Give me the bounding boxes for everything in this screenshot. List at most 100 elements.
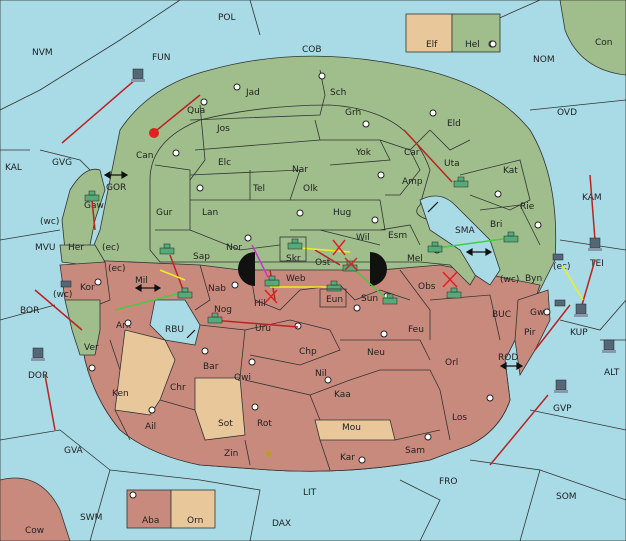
province-box-eun [319, 288, 347, 308]
fleet-unit-icon[interactable] [588, 237, 602, 251]
province-label: Chr [170, 383, 186, 393]
sea-label: GVP [553, 404, 572, 414]
province-label: Cow [25, 526, 44, 536]
province-label: Wil [356, 233, 370, 243]
fleet-unit-icon[interactable] [574, 303, 588, 317]
province-label: Uru [255, 324, 271, 334]
sea-label: NOM [533, 55, 555, 65]
coast-note: (wc) [500, 275, 519, 285]
province-label: Rot [257, 419, 272, 429]
fleet-unit-icon[interactable] [602, 339, 616, 353]
army-unit-icon[interactable] [84, 190, 100, 202]
fleet-unit-icon[interactable] [554, 379, 568, 393]
province-label: Web [286, 274, 306, 284]
province-label: Nar [292, 165, 308, 175]
sea-label: OVD [557, 108, 577, 118]
coast-note: (ec) [108, 264, 126, 274]
fleet-unit-icon[interactable] [31, 347, 45, 361]
army-unit-icon[interactable] [453, 176, 469, 188]
legend-label-aba: Aba [142, 516, 159, 526]
sea-label: ROD [498, 353, 518, 363]
province-label: Can [136, 151, 154, 161]
army-unit-icon[interactable] [427, 241, 443, 253]
province-label: Nab [208, 284, 226, 294]
army-unit-icon[interactable] [446, 287, 462, 299]
sea-label: BUC [492, 310, 511, 320]
province-label: Kat [503, 166, 518, 176]
province-label: Sun [361, 294, 378, 304]
legend-label-hel: Hel [465, 40, 480, 50]
province-label: Eld [447, 119, 461, 129]
province-label: Bar [203, 362, 219, 372]
province-label: Ark [116, 321, 132, 331]
sea-sma[interactable] [419, 195, 501, 286]
army-unit-icon[interactable] [264, 275, 280, 287]
sea-rbu[interactable] [149, 299, 201, 346]
fleet-unit-icon[interactable] [552, 253, 564, 261]
province-label: Kar [340, 453, 355, 463]
army-unit-icon[interactable] [326, 280, 342, 292]
province-label: Byn [525, 274, 542, 284]
province-label: Tel [252, 184, 265, 194]
province-borders [109, 69, 541, 471]
legend-swatch-elf [405, 13, 453, 53]
army-unit-icon[interactable] [177, 287, 193, 299]
channel-marker [370, 252, 387, 286]
sea-label: COB [302, 45, 322, 55]
province-label: Nor [226, 243, 242, 253]
province-label: Kaa [334, 390, 351, 400]
province-label: Eun [326, 295, 343, 305]
province-ver[interactable] [64, 299, 101, 356]
province-label: Esm [388, 231, 407, 241]
province-box-skr [279, 236, 307, 262]
fleet-unit-icon[interactable] [60, 280, 72, 288]
province-label: Skr [286, 254, 301, 264]
sea-label: SWM [80, 513, 102, 523]
legend-label-elf: Elf [426, 40, 438, 50]
province-label: Pir [524, 328, 536, 338]
explosion-icon [149, 128, 159, 138]
province-label: Con [595, 38, 613, 48]
province-label: Mel [407, 254, 423, 264]
sea-label: MVU [35, 243, 56, 253]
province-label: Qua [187, 106, 205, 116]
province-label: Bri [490, 220, 502, 230]
sea-label: GVG [52, 158, 72, 168]
army-unit-icon[interactable] [207, 312, 223, 324]
province-label: Gaw [84, 201, 104, 211]
province-label: Feu [408, 325, 424, 335]
fleet-unit-icon[interactable] [131, 68, 145, 82]
sea-label: TEI [589, 259, 604, 269]
supply-center-icon [129, 491, 137, 499]
province-label: Los [452, 413, 467, 423]
star-icon: ✶ [264, 448, 273, 461]
red-province-labels: Kor Ark Mil Nab Hil Web Ost Sun Eun Mel … [80, 254, 550, 463]
army-unit-icon[interactable] [503, 231, 519, 243]
province-label: Gwa [530, 308, 550, 318]
province-label: Hil [254, 299, 266, 309]
province-cow[interactable] [0, 477, 71, 541]
province-label: Olk [303, 184, 319, 194]
sea-label: GOR [106, 183, 126, 193]
army-unit-icon[interactable] [287, 238, 303, 250]
province-label: Sot [218, 419, 233, 429]
province-sot[interactable] [194, 377, 246, 441]
coast-note: (wc) [53, 290, 72, 300]
province-label: Qwi [234, 373, 251, 383]
army-unit-icon[interactable] [382, 293, 398, 305]
sea-label: DOR [28, 371, 48, 381]
army-unit-icon[interactable] [159, 243, 175, 255]
province-label: Ost [315, 258, 331, 268]
dislodge-marks [264, 239, 458, 304]
province-label: Uta [444, 159, 460, 169]
province-label: Sam [405, 446, 425, 456]
sea-label: SOM [556, 492, 577, 502]
legend-label-orn: Orn [187, 516, 203, 526]
fleet-unit-icon[interactable] [554, 299, 566, 307]
province-label: Orl [445, 358, 458, 368]
sea-label: DAX [272, 519, 291, 529]
province-chr-area[interactable] [114, 329, 176, 416]
province-label: Amp [402, 177, 423, 187]
